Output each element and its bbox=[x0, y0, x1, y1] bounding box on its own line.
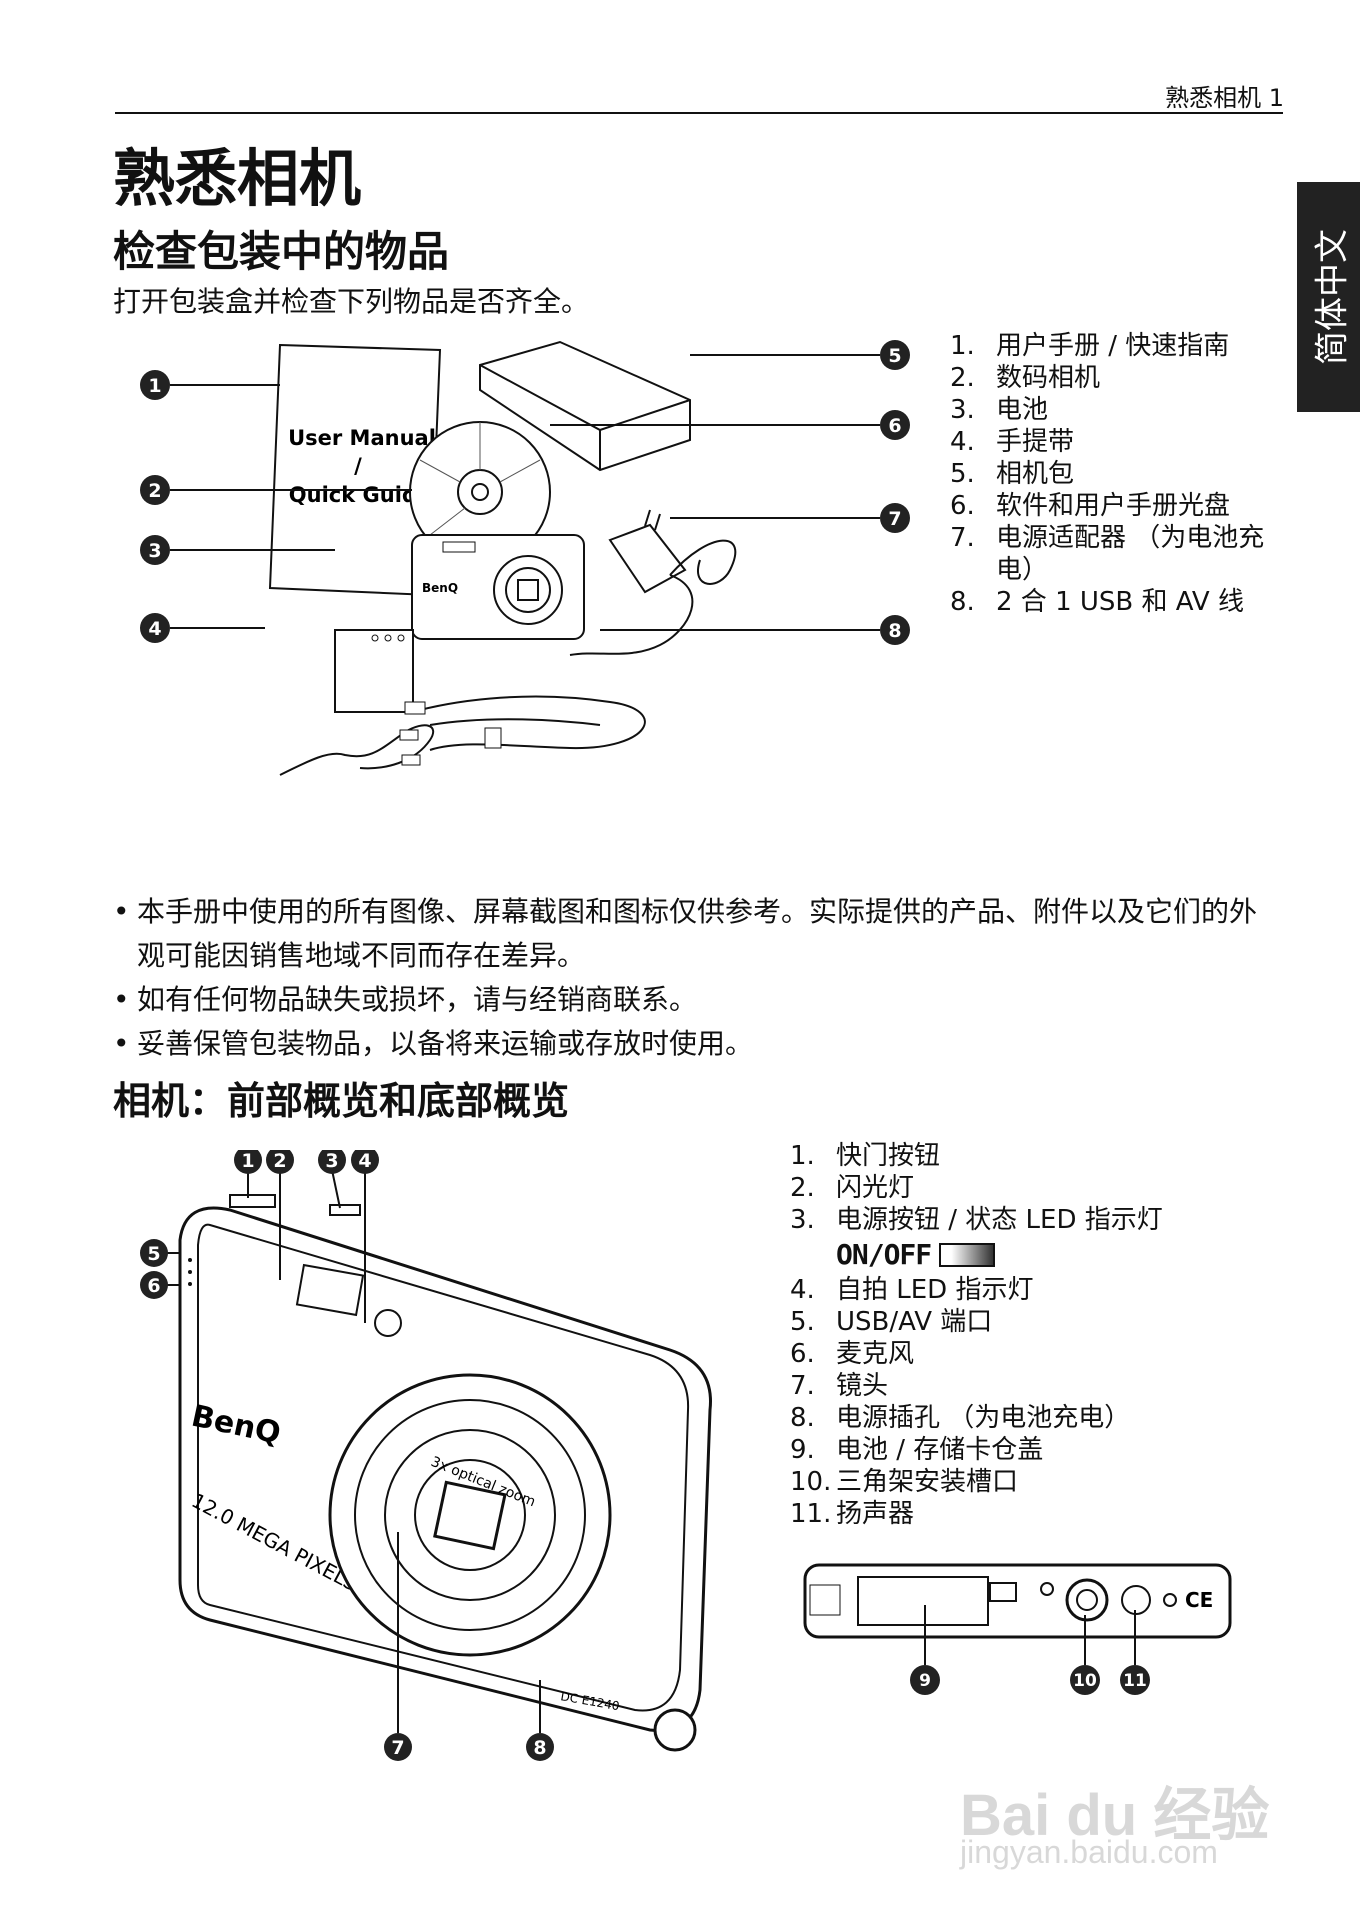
svg-text:5: 5 bbox=[147, 1243, 160, 1265]
led-bar-icon bbox=[939, 1243, 995, 1267]
list-item: 6.麦克风 bbox=[790, 1338, 1240, 1370]
camera-brand-small: BenQ bbox=[422, 581, 458, 595]
callout-5: 5 bbox=[880, 340, 910, 370]
page-title: 熟悉相机 bbox=[113, 128, 361, 218]
section-heading-camera-overview: 相机：前部概览和底部概览 bbox=[113, 1070, 569, 1125]
list-item: 2.闪光灯 bbox=[790, 1172, 1240, 1204]
svg-text:CE: CE bbox=[1185, 1588, 1213, 1612]
battery-door bbox=[858, 1577, 988, 1625]
callout-1: 1 bbox=[140, 370, 170, 400]
svg-text:4: 4 bbox=[148, 618, 161, 640]
manual-title-line1: User Manual bbox=[288, 426, 436, 450]
camera-front-figure: BenQ 12.0 MEGA PIXELS DC E1240 3x optica… bbox=[140, 1150, 740, 1770]
svg-text:7: 7 bbox=[888, 508, 901, 530]
list-item: 4.手提带 bbox=[950, 426, 1270, 458]
onoff-indicator: ON/OFF bbox=[790, 1236, 1240, 1274]
svg-text:7: 7 bbox=[391, 1737, 404, 1759]
bottom-callout-9: 9 bbox=[910, 1665, 940, 1695]
svg-text:5: 5 bbox=[888, 345, 901, 367]
bottom-callout-10: 10 bbox=[1070, 1665, 1100, 1695]
language-tab-label: 简体中文 bbox=[1304, 229, 1353, 365]
svg-text:9: 9 bbox=[919, 1671, 931, 1691]
note-item: •如有任何物品缺失或损坏，请与经销商联系。 bbox=[113, 978, 1273, 1022]
camera-illustration: BenQ bbox=[412, 535, 584, 639]
svg-text:10: 10 bbox=[1073, 1671, 1097, 1691]
list-item: 3.电池 bbox=[950, 394, 1270, 426]
camera-body: BenQ 12.0 MEGA PIXELS DC E1240 3x optica… bbox=[180, 1195, 711, 1750]
package-contents-figure: User Manual / Quick Guide BenQ bbox=[130, 330, 950, 800]
onoff-label: ON/OFF bbox=[836, 1239, 931, 1271]
callout-8: 8 bbox=[880, 615, 910, 645]
svg-text:2: 2 bbox=[148, 480, 161, 502]
front-callout-1: 1 bbox=[234, 1150, 262, 1174]
self-timer-led bbox=[375, 1310, 401, 1336]
watermark-url: jingyan.baidu.com bbox=[960, 1834, 1218, 1871]
svg-text:1: 1 bbox=[241, 1150, 254, 1172]
list-item: 3.电源按钮 / 状态 LED 指示灯 bbox=[790, 1204, 1240, 1236]
speaker-grille bbox=[1122, 1586, 1150, 1614]
list-item: 11.扬声器 bbox=[790, 1498, 1240, 1530]
shutter-button bbox=[230, 1195, 275, 1207]
svg-text:8: 8 bbox=[888, 620, 901, 642]
power-adapter-illustration bbox=[570, 510, 735, 655]
note-item: •本手册中使用的所有图像、屏幕截图和图标仅供参考。实际提供的产品、附件以及它们的… bbox=[113, 890, 1273, 978]
front-callout-4: 4 bbox=[351, 1150, 379, 1174]
svg-text:6: 6 bbox=[888, 415, 901, 437]
list-item: 6.软件和用户手册光盘 bbox=[950, 490, 1270, 522]
front-callout-3: 3 bbox=[318, 1150, 346, 1174]
note-item: •妥善保管包装物品，以备将来运输或存放时使用。 bbox=[113, 1022, 1273, 1066]
list-item: 9.电池 / 存储卡仓盖 bbox=[790, 1434, 1240, 1466]
list-item: 10.三角架安装槽口 bbox=[790, 1466, 1240, 1498]
list-item: 8.2 合 1 USB 和 AV 线 bbox=[950, 586, 1270, 618]
svg-text:1: 1 bbox=[148, 375, 161, 397]
front-callout-2: 2 bbox=[266, 1150, 294, 1174]
usb-av-cable-illustration bbox=[400, 697, 645, 765]
list-item: 5.USB/AV 端口 bbox=[790, 1306, 1240, 1338]
dc-in-jack bbox=[655, 1710, 695, 1750]
front-callout-7: 7 bbox=[384, 1733, 412, 1761]
list-item: 7.电源适配器 （为电池充电） bbox=[950, 522, 1270, 586]
power-button bbox=[330, 1205, 360, 1215]
list-item: 2.数码相机 bbox=[950, 362, 1270, 394]
bottom-callout-11: 11 bbox=[1120, 1665, 1150, 1695]
list-item: 5.相机包 bbox=[950, 458, 1270, 490]
package-notes: •本手册中使用的所有图像、屏幕截图和图标仅供参考。实际提供的产品、附件以及它们的… bbox=[113, 890, 1273, 1066]
list-item: 7.镜头 bbox=[790, 1370, 1240, 1402]
section-heading-package: 检查包装中的物品 bbox=[113, 218, 449, 279]
manual-title-line2: / bbox=[354, 454, 362, 478]
front-callout-5: 5 bbox=[140, 1239, 168, 1267]
svg-text:3: 3 bbox=[325, 1150, 338, 1172]
package-item-list: 1.用户手册 / 快速指南 2.数码相机 3.电池 4.手提带 5.相机包 6.… bbox=[950, 330, 1270, 618]
front-callout-6: 6 bbox=[140, 1271, 168, 1299]
running-header: 熟悉相机 1 bbox=[1165, 78, 1284, 113]
camera-parts-list: 1.快门按钮 2.闪光灯 3.电源按钮 / 状态 LED 指示灯 ON/OFF … bbox=[790, 1140, 1240, 1530]
camera-bottom-figure: CE 9 10 11 bbox=[800, 1555, 1240, 1705]
battery-illustration bbox=[335, 630, 413, 712]
front-callout-8: 8 bbox=[526, 1733, 554, 1761]
header-rule bbox=[115, 112, 1283, 114]
svg-text:11: 11 bbox=[1123, 1671, 1147, 1691]
callout-3: 3 bbox=[140, 535, 170, 565]
callout-7: 7 bbox=[880, 503, 910, 533]
svg-text:2: 2 bbox=[273, 1150, 286, 1172]
package-intro: 打开包装盒并检查下列物品是否齐全。 bbox=[113, 280, 589, 320]
list-item: 4.自拍 LED 指示灯 bbox=[790, 1274, 1240, 1306]
callout-6: 6 bbox=[880, 410, 910, 440]
list-item: 1.用户手册 / 快速指南 bbox=[950, 330, 1270, 362]
callout-4: 4 bbox=[140, 613, 170, 643]
list-item: 1.快门按钮 bbox=[790, 1140, 1240, 1172]
svg-text:3: 3 bbox=[148, 540, 161, 562]
svg-text:8: 8 bbox=[533, 1737, 546, 1759]
lens-assembly: 3x optical zoom bbox=[330, 1375, 610, 1655]
list-item: 8.电源插孔 （为电池充电） bbox=[790, 1402, 1240, 1434]
language-tab: 简体中文 bbox=[1297, 182, 1360, 412]
svg-text:6: 6 bbox=[147, 1275, 160, 1297]
svg-text:4: 4 bbox=[358, 1150, 371, 1172]
callout-2: 2 bbox=[140, 475, 170, 505]
